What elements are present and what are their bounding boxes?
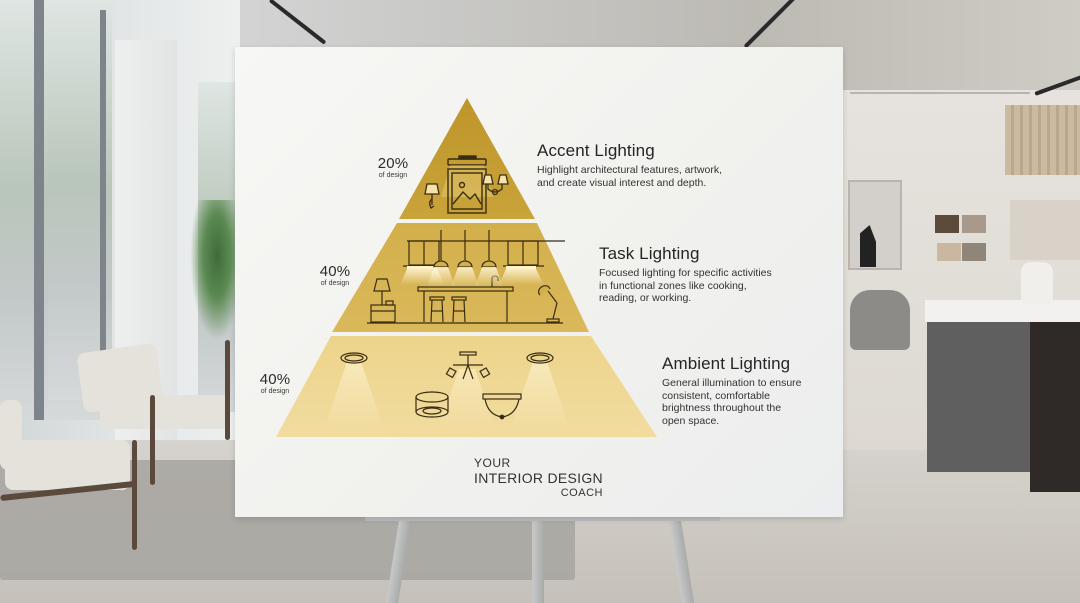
ceiling-track — [850, 92, 1030, 94]
window-pane — [48, 0, 106, 400]
percent-value: 40% — [319, 263, 351, 280]
presentation-board: 20% of design 40% of design 40% of desig… — [235, 47, 843, 517]
lighting-pyramid — [276, 98, 657, 437]
tier-ambient — [276, 336, 657, 437]
tier-description: Focused lighting for specific activities… — [599, 267, 809, 305]
tier-title: Ambient Lighting — [662, 354, 791, 373]
dining-chair — [850, 290, 910, 350]
description-line: brightness throughout the — [662, 402, 782, 414]
window-mullion — [34, 0, 44, 420]
framed-artwork-icon — [441, 155, 493, 214]
brand-line-3: COACH — [560, 487, 603, 499]
tier-accent — [399, 98, 535, 219]
kitchen-island-end — [1030, 322, 1080, 492]
island-countertop — [925, 300, 1080, 322]
accent-lighting-text: Accent Lighting Highlight architectural … — [537, 141, 777, 189]
ceiling-fixture-icons — [340, 351, 554, 420]
material-swatch — [935, 215, 959, 233]
material-swatch — [962, 243, 986, 261]
armchair-seat — [100, 395, 230, 429]
tier-title: Task Lighting — [599, 244, 700, 263]
tier-description: Highlight architectural features, artwor… — [537, 164, 777, 189]
percent-label-ambient: 40% of design — [255, 372, 295, 396]
material-swatch — [937, 243, 961, 261]
brand-line-2: INTERIOR DESIGN — [474, 470, 603, 486]
plant — [190, 200, 235, 340]
bookshelf — [1010, 200, 1080, 260]
tier-title: Accent Lighting — [537, 141, 655, 160]
wall-art-shape — [860, 225, 876, 267]
percent-label-task: 40% of design — [315, 264, 355, 288]
tier-description: General illumination to ensure consisten… — [662, 377, 837, 427]
description-line: Highlight architectural features, artwor… — [537, 164, 722, 176]
kitchen-icons — [367, 230, 565, 324]
description-line: reading, or working. — [599, 292, 692, 304]
percent-value: 20% — [377, 155, 409, 172]
brand-logo: YOUR INTERIOR DESIGN COACH — [474, 456, 603, 501]
description-line: consistent, comfortable — [662, 389, 770, 402]
task-lighting-text: Task Lighting Focused lighting for speci… — [599, 244, 809, 305]
armchair-leg — [150, 395, 155, 485]
description-line: and create visual interest and depth. — [537, 176, 707, 189]
description-line: open space. — [662, 414, 720, 427]
ambient-lighting-text: Ambient Lighting General illumination to… — [662, 354, 837, 427]
material-swatch — [962, 215, 986, 233]
brand-line-1: YOUR — [474, 456, 511, 470]
description-line: Focused lighting for specific activities — [599, 267, 772, 279]
wall-sconce-icon — [424, 183, 440, 209]
wood-slat-panel — [1005, 105, 1080, 175]
armchair-seat-front — [5, 440, 130, 490]
description-line: in functional zones like cooking, — [599, 279, 747, 292]
tier-task — [332, 223, 589, 332]
armchair-leg — [225, 340, 230, 440]
percent-caption: of design — [260, 388, 290, 395]
double-wall-sconce-icon — [482, 174, 509, 196]
vase — [1021, 262, 1053, 304]
easel-leg-center — [532, 520, 544, 603]
description-line: General illumination to ensure — [662, 377, 802, 389]
percent-caption: of design — [320, 280, 350, 287]
easel-shelf — [365, 515, 720, 521]
percent-value: 40% — [259, 371, 291, 388]
percent-caption: of design — [378, 172, 408, 179]
armchair-leg — [132, 440, 137, 550]
window-mullion — [100, 10, 106, 420]
percent-label-accent: 20% of design — [373, 156, 413, 180]
